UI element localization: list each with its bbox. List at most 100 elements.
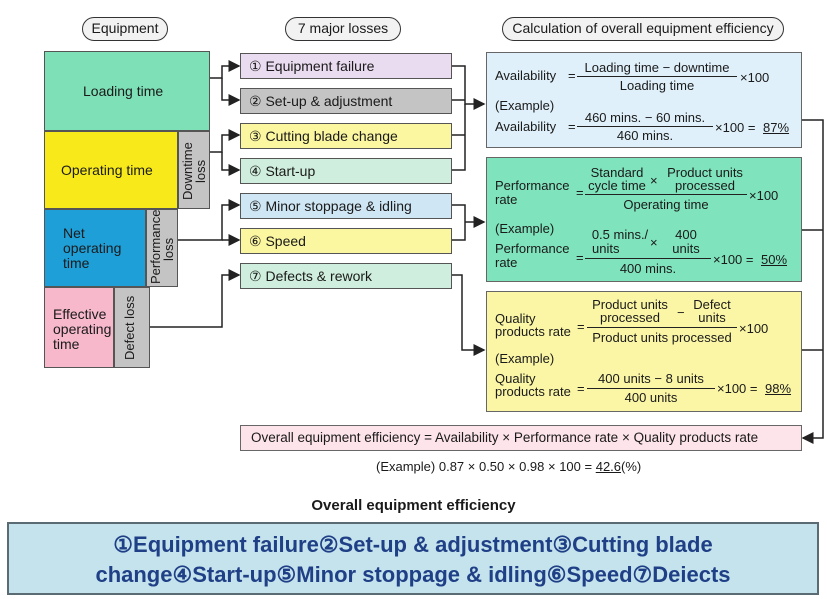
- performance-example-num-a-line2: units: [592, 241, 620, 256]
- arrow-calcs-to-oee: [801, 119, 824, 444]
- loading-time-label: Loading time: [83, 83, 164, 99]
- arrow-loss7-to-quality: [452, 274, 486, 356]
- quality-example-label: (Example): [495, 351, 555, 366]
- calculation-header: Calculation of overall equipment efficie…: [502, 17, 784, 41]
- availability-label: Availability: [495, 68, 557, 83]
- loading-time-block: Loading time: [44, 51, 210, 131]
- loss-setup-adjustment: ② Set-up & adjustment: [240, 88, 452, 114]
- performance-example-name-line1: Performance: [495, 241, 570, 256]
- quality-example-numerator: 400 units − 8 units: [598, 371, 704, 386]
- performance-example-times: ×100 =: [713, 252, 754, 267]
- oee-example-prefix: (Example) 0.87 × 0.50 × 0.98 × 100 =: [376, 459, 593, 474]
- oee-example-suffix: (%): [621, 459, 642, 474]
- loss-label: Speed: [265, 233, 306, 249]
- quality-example-name-line1: Quality: [495, 371, 536, 386]
- effective-operating-time-block: Effective operating time: [44, 287, 114, 368]
- availability-denominator: Loading time: [619, 78, 695, 93]
- performance-denominator: Operating time: [623, 197, 709, 212]
- oee-formula: Overall equipment efficiency = Availabil…: [251, 430, 759, 445]
- loss-defects-rework: ⑦ Defects & rework: [240, 263, 452, 289]
- arrow-loading-to-loss1: [210, 60, 241, 79]
- quality-example-denominator: 400 units: [624, 390, 678, 405]
- effective-operating-time-label: Effective operating time: [53, 306, 112, 352]
- defect-loss-label: Defect loss: [122, 295, 137, 361]
- quality-num-minus: −: [677, 305, 685, 320]
- performance-num-times: ×: [650, 173, 658, 188]
- downtime-loss-block: Downtime loss: [178, 131, 210, 209]
- availability-example-denominator: 460 mins.: [616, 128, 674, 143]
- arrow-downtime-to-loss3: [210, 129, 241, 153]
- quality-num-a-line1: Product units: [592, 297, 668, 312]
- performance-num-a-line1: Standard: [590, 165, 644, 180]
- performance-example-denominator: 400 mins.: [619, 261, 677, 276]
- availability-example-result: 87%: [763, 120, 790, 135]
- availability-times: ×100: [740, 70, 770, 85]
- performance-example-num-b-line1: 400: [675, 227, 697, 242]
- availability-example-numerator: 460 mins. − 60 mins.: [584, 110, 706, 125]
- equipment-header: Equipment: [82, 17, 168, 41]
- performance-example-num-times: ×: [650, 235, 658, 250]
- net-operating-time-block: Net operating time: [44, 209, 146, 287]
- performance-box: Performance rate = Standard cycle time ×…: [486, 157, 802, 282]
- availability-box: Availability = Loading time − downtime L…: [486, 52, 802, 148]
- loss-number: ⑥: [249, 233, 262, 249]
- arrow-downtime-to-loss4: [221, 152, 241, 176]
- quality-times: ×100: [739, 321, 769, 336]
- operating-time-label: Operating time: [61, 162, 153, 178]
- quality-denominator: Product units processed: [592, 330, 732, 345]
- performance-example-result: 50%: [761, 252, 788, 267]
- loss-label: Equipment failure: [265, 58, 375, 74]
- availability-example-times: ×100 =: [715, 120, 756, 135]
- loss-label: Start-up: [265, 163, 316, 179]
- performance-loss-block: Performance loss: [146, 209, 178, 287]
- performance-times: ×100: [749, 188, 779, 203]
- loss-number: ①: [249, 58, 262, 74]
- loss-label: Minor stoppage & idling: [265, 198, 412, 214]
- loss-cutting-blade-change: ③ Cutting blade change: [240, 123, 452, 149]
- performance-label-line1: Performance: [495, 178, 570, 193]
- performance-num-b-line1: Product units: [667, 165, 743, 180]
- arrow-defect-to-loss7: [150, 269, 241, 328]
- quality-label-line2: products rate: [495, 324, 571, 339]
- performance-example-label: (Example): [495, 221, 555, 236]
- quality-num-b-line1: Defect: [693, 297, 731, 312]
- performance-num-b-line2: processed: [675, 178, 735, 193]
- oee-example: (Example) 0.87 × 0.50 × 0.98 × 100 = 42.…: [376, 459, 641, 474]
- loss-equipment-failure: ① Equipment failure: [240, 53, 452, 79]
- loss-number: ⑤: [249, 198, 262, 214]
- banner-line-2: change④Start-up⑤Minor stoppage & idling⑥…: [95, 562, 731, 587]
- banner-line-1: ①Equipment failure②Set-up & adjustment③C…: [113, 532, 713, 557]
- loss-number: ③: [249, 128, 262, 144]
- operating-time-block: Operating time: [44, 131, 178, 209]
- loss-label: Defects & rework: [265, 268, 373, 284]
- availability-example-name: Availability: [495, 119, 557, 134]
- loss-number: ②: [249, 93, 262, 109]
- oee-example-result: 42.6: [595, 459, 622, 474]
- loss-number: ⑦: [249, 268, 262, 284]
- quality-box: Quality products rate = Product units pr…: [486, 291, 802, 412]
- quality-num-a-line2: processed: [600, 310, 660, 325]
- arrow-loss5-6-to-performance: [452, 204, 484, 241]
- performance-example-num-b-line2: units: [672, 241, 700, 256]
- arrow-loading-to-loss2: [221, 78, 241, 106]
- availability-numerator: Loading time − downtime: [584, 60, 730, 75]
- loss-number: ④: [249, 163, 262, 179]
- oee-formula-box: Overall equipment efficiency = Availabil…: [240, 425, 802, 451]
- performance-num-a-line2: cycle time: [588, 178, 646, 193]
- arrow-loss3-4-to-availability: [452, 104, 466, 171]
- performance-example-name-line2: rate: [495, 255, 518, 270]
- performance-example-num-a-line1: 0.5 mins./: [591, 227, 649, 242]
- loss-start-up: ④ Start-up: [240, 158, 452, 184]
- quality-num-b-line2: units: [698, 310, 726, 325]
- losses-header: 7 major losses: [285, 17, 401, 41]
- availability-example-label: (Example): [495, 98, 555, 113]
- loss-minor-stoppage: ⑤ Minor stoppage & idling: [240, 193, 452, 219]
- performance-loss-label: Performance loss: [148, 209, 176, 284]
- loss-label: Set-up & adjustment: [265, 93, 393, 109]
- arrow-perf-to-loss5: [168, 199, 241, 241]
- defect-loss-block: Defect loss: [114, 287, 150, 368]
- quality-example-name-line2: products rate: [495, 384, 571, 399]
- losses-banner: ①Equipment failure②Set-up & adjustment③C…: [7, 522, 819, 595]
- arrow-loss1-2-to-availability: [452, 65, 484, 104]
